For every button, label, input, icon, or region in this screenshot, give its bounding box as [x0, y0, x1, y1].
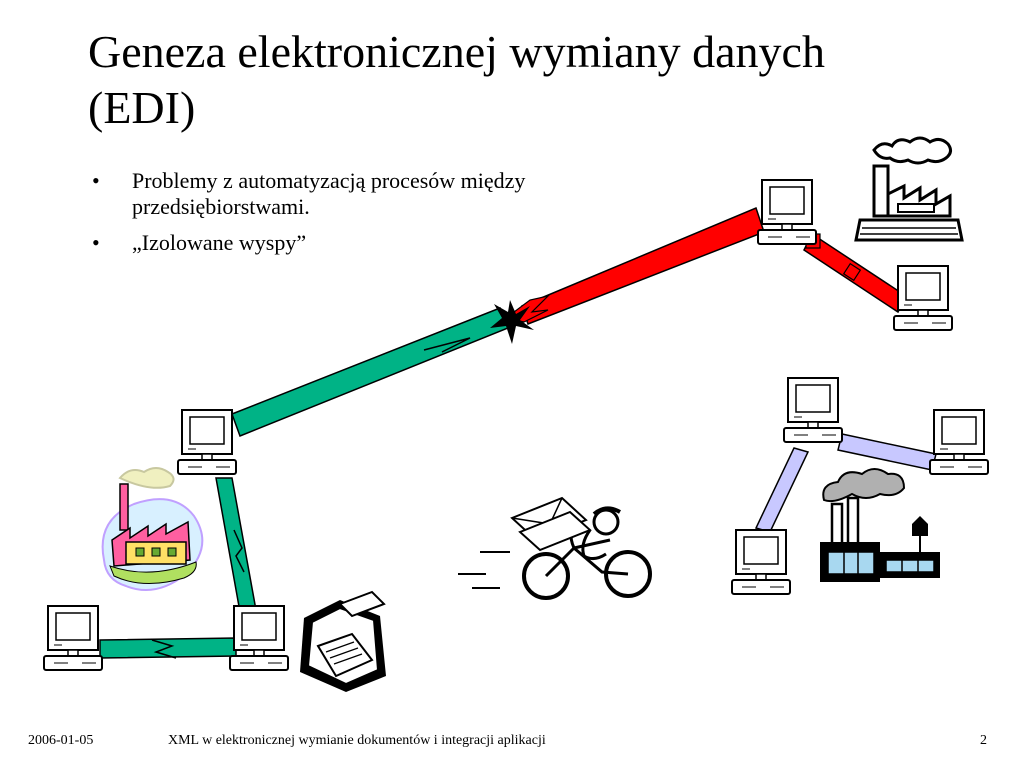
- break-spark-icon: [490, 300, 534, 344]
- computer-icon: [783, 377, 843, 443]
- green-link: [231, 307, 509, 437]
- bullet-dot: •: [92, 168, 100, 193]
- green-link-break: [423, 337, 471, 353]
- link-connector: [842, 262, 862, 282]
- computer-icon: [229, 605, 289, 671]
- bullet-item: • Problemy z automatyzacją procesów międ…: [92, 168, 592, 220]
- printer-icon: [300, 590, 386, 692]
- computer-icon: [893, 265, 953, 331]
- bullet-item: • „Izolowane wyspy”: [92, 230, 592, 256]
- page-number: 2: [980, 733, 987, 748]
- title-line-2: (EDI): [88, 82, 196, 133]
- footer-title: XML w elektronicznej wymianie dokumentów…: [168, 733, 546, 748]
- factory-icon: [854, 136, 964, 242]
- green-link-break: [151, 639, 177, 659]
- title-line-1: Geneza elektronicznej wymiany danych: [88, 26, 825, 77]
- footer-date: 2006-01-05: [28, 733, 94, 748]
- bullet-list: • Problemy z automatyzacją procesów międ…: [92, 168, 592, 266]
- courier-bicycle-icon: [458, 496, 652, 600]
- computer-icon: [731, 529, 791, 595]
- red-link: [521, 206, 765, 325]
- computer-icon: [43, 605, 103, 671]
- bullet-dot: •: [92, 230, 100, 255]
- office-building-icon: [820, 468, 940, 582]
- computer-icon: [929, 409, 989, 475]
- bullet-text: „Izolowane wyspy”: [132, 230, 307, 255]
- factory-icon: [101, 467, 204, 591]
- lavender-link: [754, 447, 810, 533]
- computer-icon: [177, 409, 237, 475]
- bullet-text: Problemy z automatyzacją procesów między…: [132, 168, 526, 219]
- green-link: [215, 477, 257, 613]
- page-title: Geneza elektronicznej wymiany danych (ED…: [88, 24, 968, 136]
- green-link-break: [233, 529, 245, 573]
- computer-icon: [757, 179, 817, 245]
- lavender-link: [837, 433, 937, 471]
